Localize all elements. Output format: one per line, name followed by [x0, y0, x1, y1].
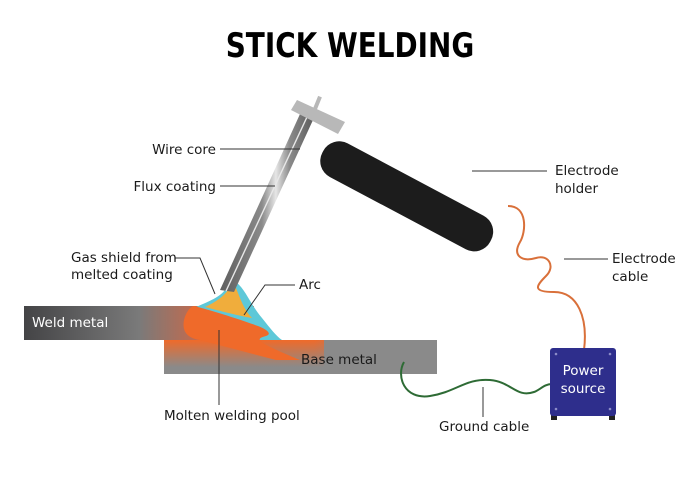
label-ground-cable: Ground cable — [439, 419, 529, 435]
power-source-label-1: Power — [563, 363, 604, 379]
label-arc: Arc — [299, 277, 321, 293]
label-electrode-holder-2: holder — [555, 181, 598, 197]
leader-lines — [175, 148, 608, 417]
label-base-metal: Base metal — [301, 352, 377, 368]
label-electrode-cable-1: Electrode — [612, 251, 676, 267]
label-molten-pool: Molten welding pool — [164, 408, 300, 424]
holder-clamp — [291, 100, 345, 134]
power-source-label-2: source — [561, 381, 606, 397]
label-weld-metal: Weld metal — [32, 315, 108, 331]
label-gas-shield-2: melted coating — [71, 267, 173, 283]
label-flux-coating: Flux coating — [134, 179, 216, 195]
power-source: Power source — [550, 348, 616, 420]
molten-pool — [183, 306, 300, 360]
label-electrode-cable-2: cable — [612, 269, 648, 285]
base-metal-plate — [164, 340, 437, 374]
diagram-title: STICK WELDING — [225, 26, 475, 66]
arc-glow — [205, 288, 252, 318]
label-electrode-holder-1: Electrode — [555, 163, 619, 179]
electrode-holder — [320, 141, 494, 252]
label-wire-core: Wire core — [152, 142, 216, 158]
label-gas-shield-1: Gas shield from — [71, 250, 177, 266]
electrode-cable — [507, 205, 586, 351]
ground-cable — [400, 361, 553, 398]
electrode-rod — [220, 114, 313, 292]
